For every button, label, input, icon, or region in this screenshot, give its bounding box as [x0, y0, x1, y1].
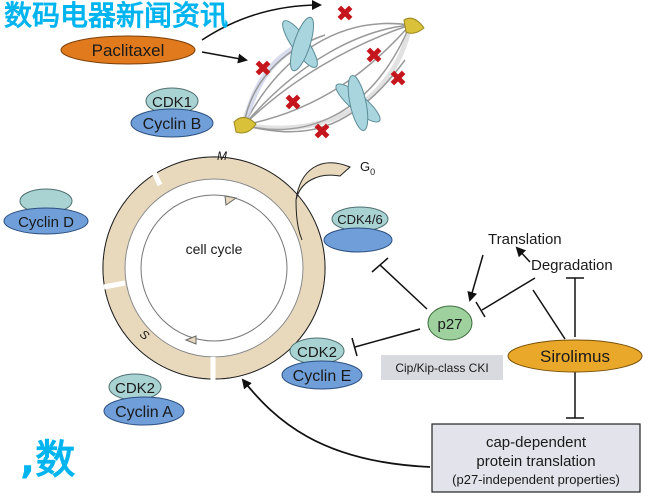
cki-class-label: Cip/Kip-class CKI — [395, 361, 488, 375]
sirolimus-links — [532, 277, 584, 419]
cdk46-cyclind-complex: CDK4/6 — [323, 206, 393, 253]
g0-crescent: G0 — [295, 159, 375, 241]
cdk2-cyclina-complex: CDK2 Cyclin A — [103, 373, 185, 426]
cyclinb-label: Cyclin B — [143, 116, 202, 133]
degradation-label: Degradation — [531, 257, 613, 274]
p27-to-translation-arrow — [515, 246, 531, 263]
cycline-label: Cyclin E — [293, 368, 352, 385]
p27-inhibits-cdk2 — [351, 328, 421, 357]
cap-dependent-translation-box: cap-dependent protein translation (p27-i… — [431, 423, 641, 493]
paclitaxel-node: Paclitaxel — [60, 35, 196, 65]
cyclina-label: Cyclin A — [115, 404, 173, 421]
box-line-3: (p27-independent properties) — [452, 472, 620, 487]
spindle-pole-left — [233, 117, 257, 134]
cdk2-label-e: CDK2 — [297, 344, 337, 361]
phase-g0-label: G0 — [360, 159, 375, 177]
p27-label: p27 — [437, 316, 462, 333]
block-x-icon — [314, 123, 330, 139]
chromosome-top — [282, 16, 318, 72]
overlay-subtitle-text: ,数 — [20, 437, 76, 483]
p27-node: p27 — [427, 305, 473, 341]
translation-label: Translation — [488, 231, 562, 248]
cki-class-label-box: Cip/Kip-class CKI — [381, 355, 503, 380]
block-x-icon — [337, 5, 353, 21]
cdk1-label: CDK1 — [152, 94, 192, 111]
cdk2-label-a: CDK2 — [115, 380, 155, 397]
block-x-icon — [366, 47, 382, 63]
cdk2-cycline-complex: CDK2 Cyclin E — [281, 337, 363, 390]
block-x-icon — [390, 70, 406, 86]
chromosome-bottom — [335, 75, 381, 131]
cell-cycle-label: cell cycle — [186, 241, 243, 257]
phase-m-label: M — [217, 149, 227, 163]
spindle-pole-right — [403, 17, 425, 34]
paclitaxel-label: Paclitaxel — [92, 41, 165, 60]
box-line-1: cap-dependent — [486, 434, 587, 451]
translation-to-cell-cycle-arrow — [241, 378, 431, 468]
sirolimus-label: Sirolimus — [540, 347, 610, 366]
cdk46-label: CDK4/6 — [337, 212, 383, 227]
paclitaxel-arrow-top — [201, 0, 322, 41]
mitotic-spindle — [241, 22, 413, 133]
box-line-2: protein translation — [476, 453, 595, 470]
overlay-title-text: 数码电器新闻资讯 — [4, 0, 229, 32]
p27-inhibits-cdk46 — [371, 257, 428, 310]
cyclind-label-left: Cyclin D — [18, 214, 74, 231]
degradation-inhibits-p27 — [475, 277, 536, 318]
cdk1-cyclinb-complex: CDK1 Cyclin B — [130, 87, 214, 138]
block-x-icon — [285, 94, 301, 110]
cdk46-cyclind-complex-left: Cyclin D — [3, 188, 89, 235]
block-marks — [255, 5, 406, 139]
block-x-icon — [255, 60, 271, 76]
translation-to-p27-arrow — [467, 254, 484, 302]
cell-cycle-ring: cell cycle M S — [102, 149, 326, 380]
paclitaxel-arrow-spindle — [201, 51, 248, 64]
sirolimus-node: Sirolimus — [507, 339, 643, 373]
